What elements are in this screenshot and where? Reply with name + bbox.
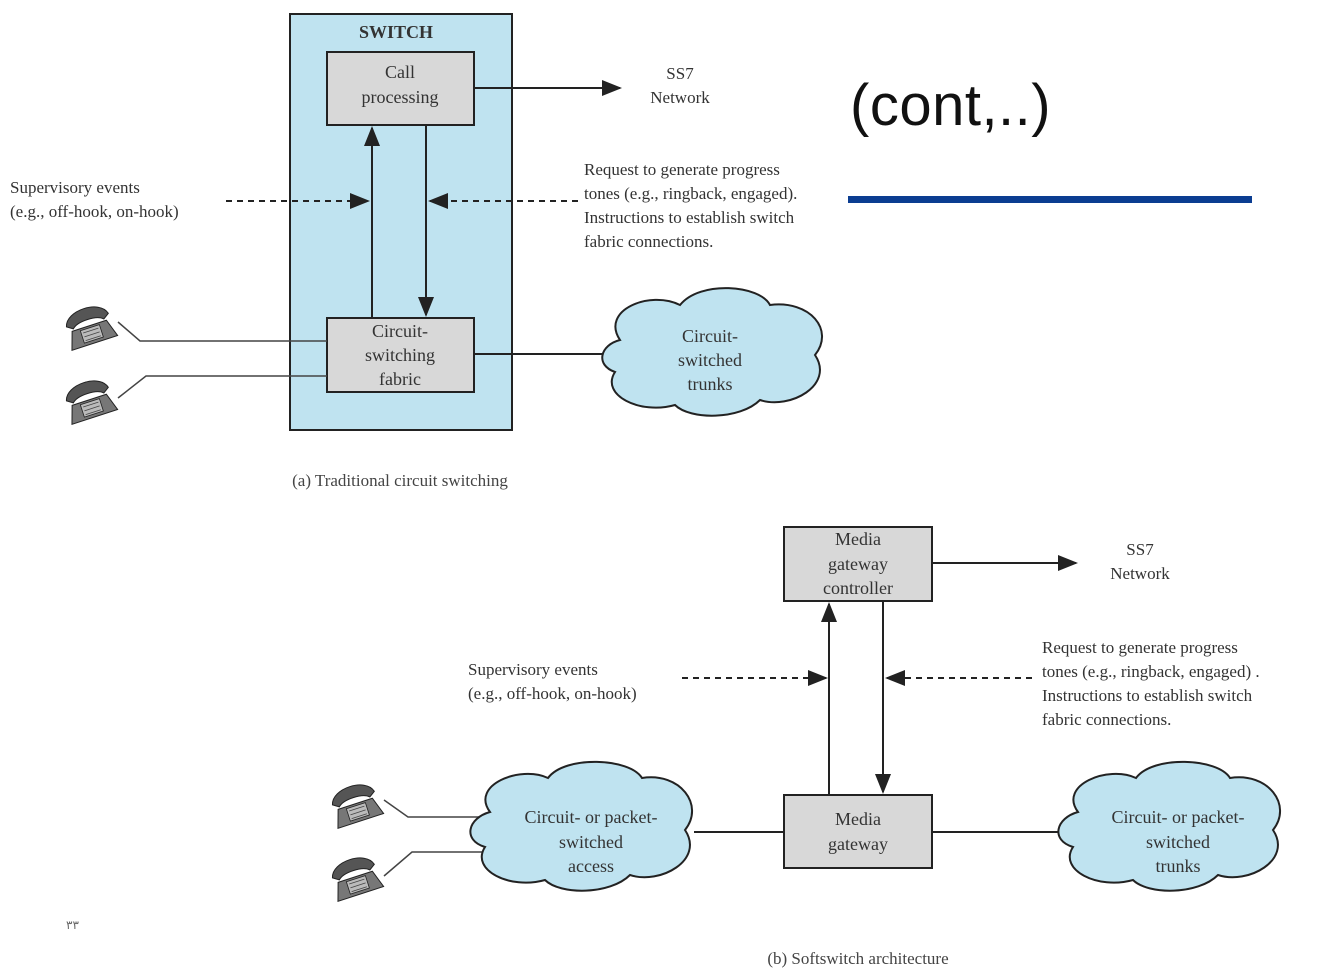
title-underline: [848, 196, 1252, 203]
trunks-b-label-2: switched: [1146, 832, 1210, 852]
fabric-label-3: fabric: [379, 369, 421, 389]
request-label-b-2: tones (e.g., ringback, engaged) .: [1042, 662, 1260, 681]
trunks-b-label-3: trunks: [1156, 856, 1201, 876]
circuit-or-packet-switched-access-cloud: [469, 760, 693, 892]
ss7-label-b-2: Network: [1110, 564, 1170, 583]
slide-title: (cont,..): [850, 73, 1052, 138]
ss7-label-b-1: SS7: [1126, 540, 1154, 559]
call-processing-label-2: processing: [362, 87, 439, 107]
ss7-label-a-2: Network: [650, 88, 710, 107]
circuit-switched-trunks-cloud: [601, 287, 823, 417]
mgc-label-3: controller: [823, 578, 893, 598]
telephone-icon: [60, 300, 119, 351]
trunks-a-label-1: Circuit-: [682, 326, 738, 346]
slide-number: ٣٣: [66, 918, 79, 932]
supervisory-label-a-2: (e.g., off-hook, on-hook): [10, 202, 179, 221]
request-label-a-3: Instructions to establish switch: [584, 208, 795, 227]
media-gateway-label-2: gateway: [828, 834, 888, 854]
media-gateway-label-1: Media: [835, 809, 881, 829]
phone-line-b-1: [383, 799, 488, 818]
call-processing-label-1: Call: [385, 62, 415, 82]
ss7-label-a-1: SS7: [666, 64, 694, 83]
request-label-b-1: Request to generate progress: [1042, 638, 1238, 657]
phone-line-b-2: [383, 851, 484, 877]
request-label-b-3: Instructions to establish switch: [1042, 686, 1253, 705]
phone-line-a-2: [117, 375, 327, 399]
trunks-a-label-3: trunks: [688, 374, 733, 394]
telephone-icon: [326, 778, 385, 829]
access-label-2: switched: [559, 832, 623, 852]
telephone-icon: [326, 851, 385, 902]
supervisory-label-b-1: Supervisory events: [468, 660, 598, 679]
fabric-label-1: Circuit-: [372, 321, 428, 341]
request-label-a-1: Request to generate progress: [584, 160, 780, 179]
caption-b: (b) Softswitch architecture: [767, 949, 948, 968]
request-label-a-2: tones (e.g., ringback, engaged).: [584, 184, 797, 203]
media-gateway-controller-box: [783, 526, 933, 602]
diagram-b: Media gateway controller SS7 Network Med…: [326, 526, 1281, 968]
telephone-icon: [60, 374, 119, 425]
trunks-b-label-1: Circuit- or packet-: [1112, 807, 1245, 827]
fabric-label-2: switching: [365, 345, 435, 365]
circuit-switching-fabric-box: [326, 317, 475, 393]
mgc-label-1: Media: [835, 529, 881, 549]
trunks-a-label-2: switched: [678, 350, 742, 370]
request-label-b-4: fabric connections.: [1042, 710, 1171, 729]
circuit-or-packet-switched-trunks-cloud: [1057, 760, 1281, 892]
supervisory-label-a-1: Supervisory events: [10, 178, 140, 197]
access-label-3: access: [568, 856, 614, 876]
switch-label: SWITCH: [359, 22, 433, 42]
media-gateway-box: [783, 794, 933, 869]
caption-a: (a) Traditional circuit switching: [292, 471, 508, 490]
supervisory-label-b-2: (e.g., off-hook, on-hook): [468, 684, 637, 703]
access-label-1: Circuit- or packet-: [525, 807, 658, 827]
mgc-label-2: gateway: [828, 554, 888, 574]
phone-line-a-1: [117, 321, 327, 342]
request-label-a-4: fabric connections.: [584, 232, 713, 251]
diagram-a: SWITCH Call processing Circuit- switchin…: [10, 13, 823, 490]
